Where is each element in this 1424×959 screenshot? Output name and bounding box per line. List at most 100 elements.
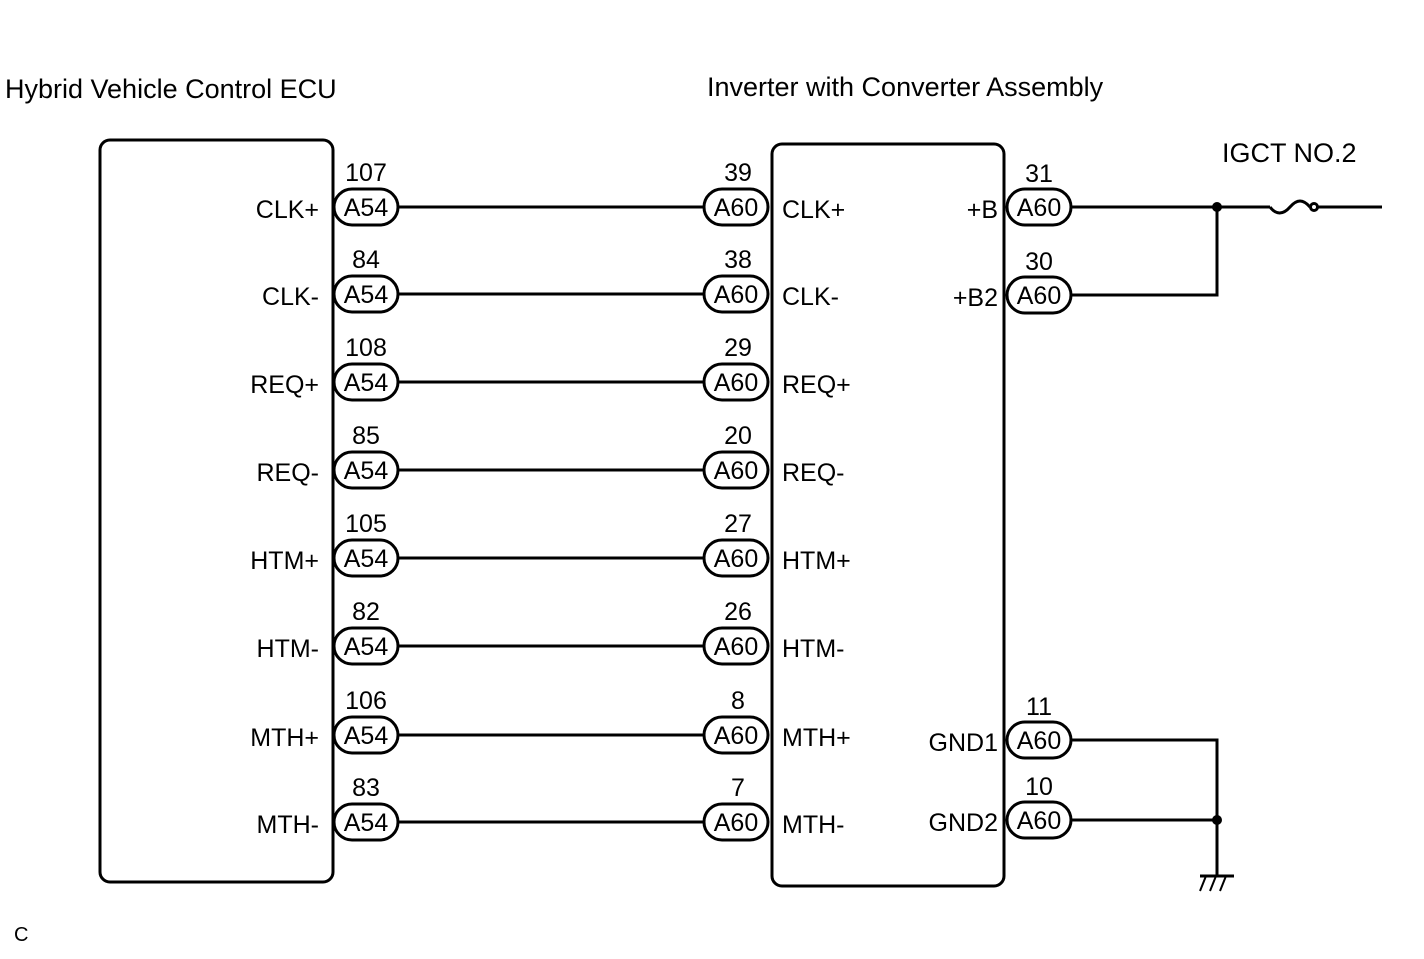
- connector-outline: [702, 274, 770, 314]
- inverter-connector-right: A60: [1005, 800, 1073, 840]
- inverter-right-pin-number: 30: [1025, 248, 1053, 276]
- connector-outline: [702, 187, 770, 227]
- ecu-connector: A54: [332, 187, 400, 227]
- inverter-right-pin-number: 11: [1026, 693, 1052, 721]
- connector-outline: [1005, 800, 1073, 840]
- connector-code: A60: [714, 457, 758, 485]
- connector-code: A60: [1017, 194, 1061, 222]
- connector-code: A54: [344, 281, 389, 309]
- inverter-pin-label: REQ-: [782, 459, 845, 487]
- connector-outline: [332, 626, 400, 666]
- ecu-pin-number: 82: [352, 598, 380, 626]
- power-wire-b2: [1072, 207, 1219, 297]
- fuse-terminal-right: [1309, 202, 1319, 212]
- connector-code: A54: [344, 369, 389, 397]
- connector-code: A60: [714, 633, 758, 661]
- connector-outline: [1005, 720, 1073, 760]
- ecu-pin-label: REQ-: [257, 459, 320, 487]
- inverter-pin-label: REQ+: [782, 371, 851, 399]
- inverter-pin-label: HTM+: [782, 547, 851, 575]
- ecu-connector: A54: [332, 715, 400, 755]
- inverter-title: Inverter with Converter Assembly: [707, 72, 1104, 102]
- connector-outline: [702, 450, 770, 490]
- inverter-right-pin-number: 10: [1025, 773, 1053, 801]
- inverter-pin-label: CLK+: [782, 196, 845, 224]
- inverter-connector: A60: [702, 538, 770, 578]
- connector-code: A60: [714, 809, 758, 837]
- ecu-pin-label: REQ+: [250, 371, 319, 399]
- inverter-connector: A60: [702, 187, 770, 227]
- connector-outline: [332, 274, 400, 314]
- inverter-pin-number: 27: [724, 510, 752, 538]
- inverter-box: [770, 142, 1006, 888]
- connector-outline: [1005, 187, 1073, 227]
- inverter-connector: A60: [702, 274, 770, 314]
- inverter-connector: A60: [702, 802, 770, 842]
- inverter-pin-label: MTH+: [782, 724, 851, 752]
- connector-code: A54: [344, 633, 389, 661]
- ecu-box: [98, 138, 335, 884]
- connector-outline: [1005, 275, 1073, 315]
- splice-power: [1212, 202, 1222, 212]
- connector-outline: [332, 802, 400, 842]
- connector-code: A60: [1017, 727, 1061, 755]
- inverter-right-pin-label: GND1: [929, 729, 998, 757]
- connector-outline: [702, 802, 770, 842]
- ecu-pin-label: MTH+: [250, 724, 319, 752]
- connector-code: A60: [714, 194, 758, 222]
- connector-code: A54: [344, 457, 389, 485]
- connector-code: A60: [714, 281, 758, 309]
- ecu-pin-label: MTH-: [257, 811, 319, 839]
- connector-code: A54: [344, 545, 389, 573]
- connector-code: A60: [714, 722, 758, 750]
- inverter-connector-right: A60: [1005, 275, 1073, 315]
- connector-outline: [702, 538, 770, 578]
- inverter-connector-right: A60: [1005, 187, 1073, 227]
- fuse-symbol: [1268, 199, 1312, 215]
- inverter-right-pin-label: +B: [967, 196, 998, 224]
- ecu-pin-number: 83: [352, 774, 380, 802]
- ecu-pin-number: 84: [352, 246, 380, 274]
- ground-wire-gnd1: [1072, 738, 1219, 875]
- ecu-pin-number: 107: [345, 159, 387, 187]
- ecu-connector: A54: [332, 450, 400, 490]
- inverter-pin-number: 20: [724, 422, 752, 450]
- connector-outline: [332, 538, 400, 578]
- ecu-connector: A54: [332, 538, 400, 578]
- inverter-pin-label: HTM-: [782, 635, 844, 663]
- ecu-pin-number: 105: [345, 510, 387, 538]
- inverter-pin-number: 26: [724, 598, 752, 626]
- connector-code: A54: [344, 722, 389, 750]
- inverter-right-pin-label: GND2: [929, 809, 998, 837]
- corner-mark: C: [14, 924, 28, 946]
- splice-ground: [1212, 815, 1222, 825]
- inverter-pin-number: 39: [724, 159, 752, 187]
- connector-outline: [332, 715, 400, 755]
- inverter-connector-right: A60: [1005, 720, 1073, 760]
- connector-outline: [702, 362, 770, 402]
- ecu-pin-number: 106: [345, 687, 387, 715]
- ecu-pin-label: CLK-: [262, 283, 319, 311]
- inverter-connector: A60: [702, 715, 770, 755]
- connector-code: A54: [344, 809, 389, 837]
- inverter-right-pin-number: 31: [1025, 160, 1053, 188]
- connector-outline: [332, 450, 400, 490]
- ecu-connector: A54: [332, 362, 400, 402]
- connector-outline: [702, 626, 770, 666]
- inverter-connector: A60: [702, 362, 770, 402]
- ecu-pin-number: 108: [345, 334, 387, 362]
- connector-code: A60: [1017, 282, 1061, 310]
- ecu-connector: A54: [332, 274, 400, 314]
- inverter-pin-number: 38: [724, 246, 752, 274]
- connector-outline: [702, 715, 770, 755]
- inverter-pin-label: CLK-: [782, 283, 839, 311]
- connector-outline: [332, 187, 400, 227]
- ecu-pin-label: CLK+: [256, 196, 319, 224]
- inverter-connector: A60: [702, 626, 770, 666]
- connector-code: A54: [344, 194, 389, 222]
- fuse-label: IGCT NO.2: [1222, 138, 1357, 168]
- inverter-pin-number: 8: [731, 687, 745, 715]
- ecu-pin-number: 85: [352, 422, 380, 450]
- ecu-title: Hybrid Vehicle Control ECU: [5, 74, 337, 104]
